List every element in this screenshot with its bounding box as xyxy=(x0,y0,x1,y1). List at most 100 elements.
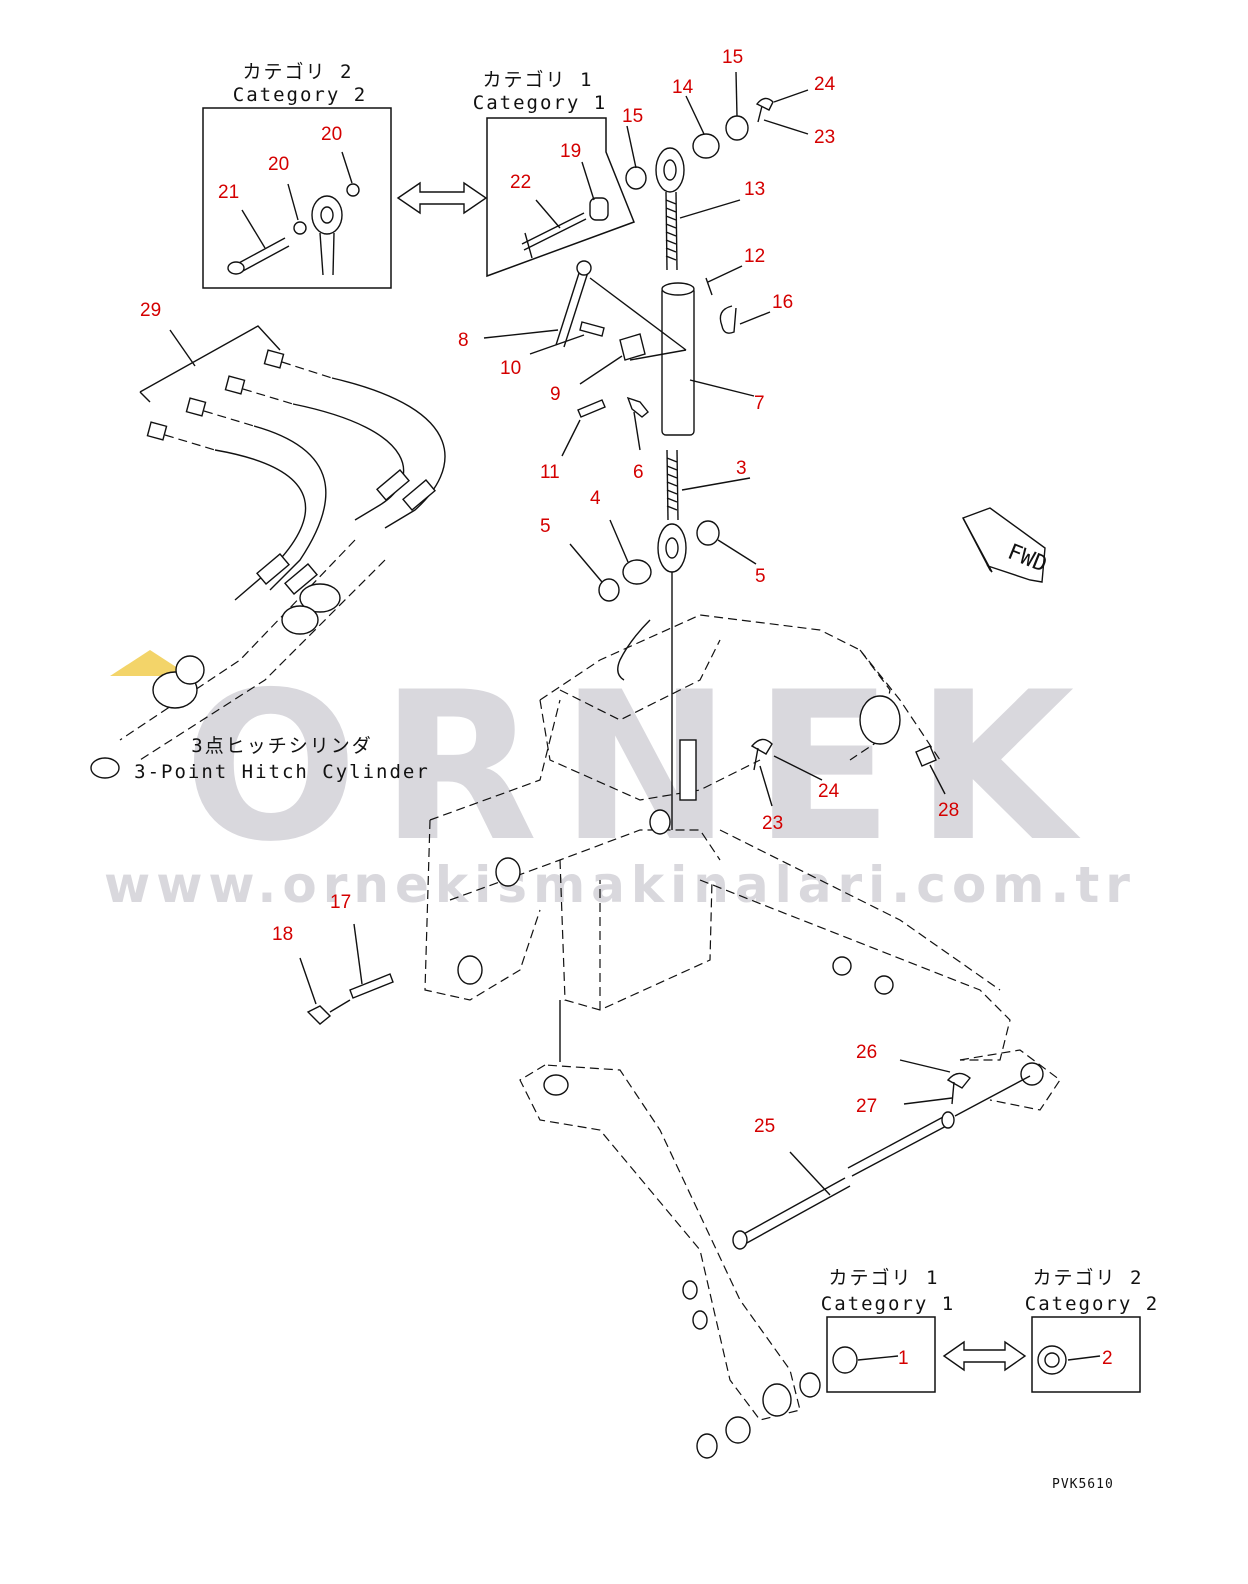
callout-7: 7 xyxy=(754,393,765,414)
callout-26: 26 xyxy=(856,1042,877,1063)
collar-part xyxy=(589,197,609,221)
callout-16: 16 xyxy=(772,292,793,313)
cylinder-port xyxy=(299,583,341,613)
hose-fitting xyxy=(185,397,255,427)
inset-bottom-category-2: カテゴリ 2 Category 2 xyxy=(1025,1267,1159,1393)
check-chain xyxy=(617,619,651,681)
grease-fitting-part xyxy=(306,1005,332,1025)
callout-4: 4 xyxy=(590,488,601,509)
pin-part xyxy=(349,973,394,999)
frame-pin-hole xyxy=(457,955,483,985)
callout-18: 18 xyxy=(272,924,293,945)
lower-eye-part xyxy=(657,523,687,573)
callout-2: 2 xyxy=(1102,1348,1113,1369)
inset-jp-label: カテゴリ 2 xyxy=(243,61,354,83)
watermark: ORNEK www.ornekismakinalari.com.tr xyxy=(104,649,1136,914)
callout-12: 12 xyxy=(744,246,765,267)
watermark-brand: ORNEK xyxy=(184,649,1097,887)
hitch-frame xyxy=(306,614,1061,1459)
spring-clip-part xyxy=(719,305,737,334)
callout-14: 14 xyxy=(672,77,694,98)
ball-joint-part xyxy=(622,559,652,585)
top-link-eye xyxy=(655,147,685,193)
callout-13: 13 xyxy=(744,179,765,200)
callout-24: 24 xyxy=(818,781,840,802)
callout-28: 28 xyxy=(938,800,959,821)
arm-end-hole xyxy=(1020,1062,1044,1086)
bushing-part xyxy=(832,1346,858,1374)
arm-end-hole xyxy=(543,1074,569,1096)
hose-fitting xyxy=(376,469,410,501)
top-link-assembly xyxy=(555,97,774,830)
hose-fitting xyxy=(402,479,436,511)
callout-15: 15 xyxy=(622,106,643,127)
inset-frame xyxy=(202,107,392,289)
top-link-tube xyxy=(661,286,695,436)
callout-19: 19 xyxy=(560,141,581,162)
callout-20: 20 xyxy=(268,154,289,175)
inset-frame xyxy=(826,1316,936,1393)
inset-top-category-2: カテゴリ 2 Category 2 xyxy=(202,61,392,289)
split-pin-part xyxy=(705,277,713,296)
cylinder-jp-label: 3点ヒッチシリンダ xyxy=(191,735,372,757)
rod-end-part xyxy=(311,195,343,276)
callout-10: 10 xyxy=(500,358,521,379)
hose-fitting xyxy=(256,553,290,585)
frame-pin-hole xyxy=(495,857,521,887)
washer-part xyxy=(346,183,360,197)
retaining-ring-part xyxy=(725,115,749,141)
frame-pin-hole xyxy=(832,956,852,976)
retaining-ring-part xyxy=(598,578,620,602)
callout-20: 20 xyxy=(321,124,342,145)
grease-fitting-part xyxy=(626,396,649,418)
hose-fitting xyxy=(224,375,294,405)
frame-bracket xyxy=(679,739,697,801)
inset-jp-label: カテゴリ 1 xyxy=(483,69,594,91)
bushing-part xyxy=(1037,1345,1067,1375)
washer-part xyxy=(293,221,307,235)
inset-en-label: Category 2 xyxy=(1025,1293,1159,1315)
lynch-pin-part xyxy=(755,97,774,123)
callout-23: 23 xyxy=(762,813,783,834)
retaining-ring-part xyxy=(696,520,720,546)
callout-27: 27 xyxy=(856,1096,877,1117)
cylinder-en-label: 3-Point Hitch Cylinder xyxy=(134,761,430,783)
inset-jp-label: カテゴリ 1 xyxy=(829,1267,940,1289)
callout-17: 17 xyxy=(330,892,351,913)
callout-22: 22 xyxy=(510,172,531,193)
frame-pin-hole xyxy=(649,809,671,835)
clip-part xyxy=(619,333,646,361)
bushing-part xyxy=(725,1416,751,1444)
leader-lines xyxy=(169,71,1101,1361)
swap-arrow-top xyxy=(396,181,488,215)
arm-end-hole xyxy=(762,1383,792,1417)
callout-11: 11 xyxy=(540,462,560,483)
pin-part xyxy=(227,237,290,275)
hose-fitting xyxy=(284,563,318,595)
watermark-accent xyxy=(110,650,190,676)
callout-23: 23 xyxy=(814,127,835,148)
bolt-part xyxy=(577,399,606,418)
lynch-pin-part xyxy=(946,1072,971,1105)
inset-frame xyxy=(1031,1316,1141,1393)
callout-3: 3 xyxy=(736,458,747,479)
cylinder-eye xyxy=(90,757,120,779)
hitch-cylinder-hoses xyxy=(90,325,446,779)
callout-5: 5 xyxy=(755,566,766,587)
inset-en-label: Category 1 xyxy=(821,1293,955,1315)
lynch-pin-part xyxy=(521,212,587,259)
hose-fitting xyxy=(146,421,216,451)
callout-5: 5 xyxy=(540,516,551,537)
inset-frame xyxy=(486,117,635,278)
callout-9: 9 xyxy=(550,384,561,405)
swap-arrow-bottom xyxy=(942,1340,1027,1372)
coupler-nut xyxy=(915,745,937,767)
callout-21: 21 xyxy=(218,182,239,203)
drawing-code: PVK5610 xyxy=(1052,1477,1114,1492)
watermark-url: www.ornekismakinalari.com.tr xyxy=(104,856,1136,914)
fwd-arrow: FWD xyxy=(962,507,1050,583)
callout-6: 6 xyxy=(633,462,644,483)
ball-joint-part xyxy=(692,133,720,159)
bolt-part xyxy=(579,321,605,337)
